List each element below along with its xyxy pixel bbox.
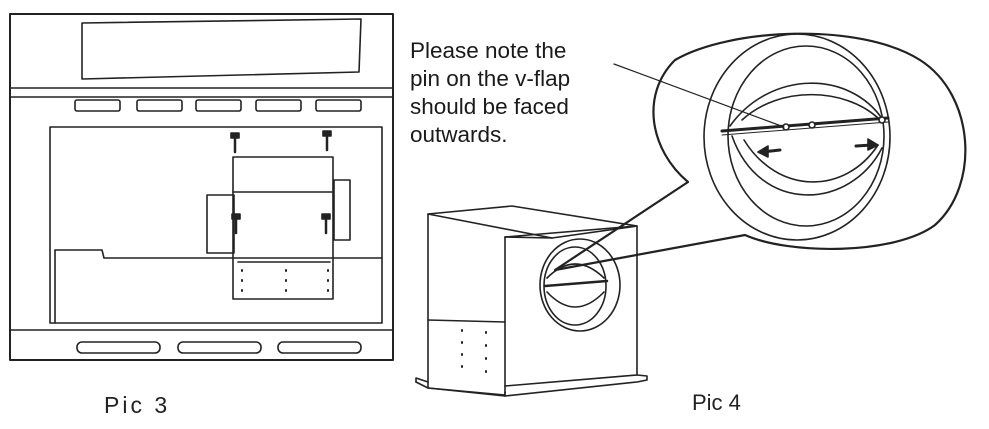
screw-icon — [322, 130, 332, 152]
screw-icon — [230, 132, 240, 154]
note-line: outwards. — [410, 122, 508, 147]
note-line: pin on the v-flap — [410, 66, 571, 91]
screw-icon — [231, 213, 241, 235]
instruction-note: Please note the pin on the v-flap should… — [410, 37, 640, 149]
arrow-left-icon — [757, 145, 782, 158]
motor-box — [415, 205, 648, 397]
arrow-right-icon — [854, 138, 879, 151]
note-line: should be faced — [410, 94, 569, 119]
note-line: Please note the — [410, 38, 567, 63]
pic4-caption: Pic 4 — [692, 390, 741, 415]
screw-icon — [321, 213, 331, 235]
pic3-caption: Pic 3 — [104, 392, 171, 418]
zoom-callout — [553, 32, 967, 272]
hood-front-view — [9, 13, 394, 361]
